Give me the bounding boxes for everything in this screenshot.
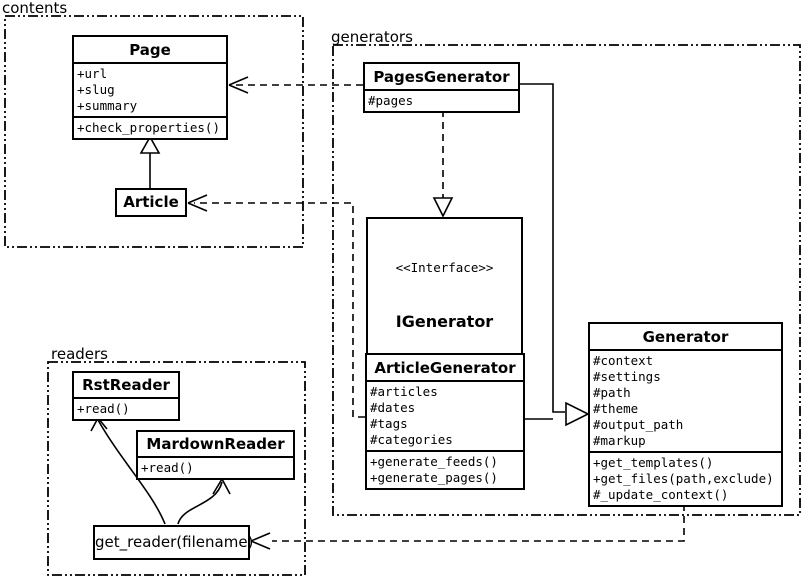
generalization-article-to-page (139, 135, 161, 188)
package-readers-border (47, 361, 306, 576)
class-generator-attributes: #context#settings#path#theme#output_path… (590, 349, 781, 451)
class-page: Page +url+slug+summary +check_properties… (72, 35, 228, 140)
dependency-generator-to-getreader (250, 504, 685, 550)
package-generators-border (332, 44, 801, 516)
method: +generate_pages() (370, 470, 498, 485)
class-generator: Generator #context#settings#path#theme#o… (588, 322, 783, 507)
class-pagesgenerator-attributes: #pages (365, 89, 518, 111)
class-article: Article (115, 188, 187, 217)
method: +read() (141, 460, 194, 475)
class-rstreader: RstReader +read() (72, 371, 180, 421)
class-article-name: Article (123, 193, 179, 211)
attribute: +summary (77, 98, 138, 113)
dependency-pagesgenerator-to-page (228, 76, 363, 94)
class-mardownreader: MardownReader +read() (136, 430, 295, 480)
arrow-getreader-to-mardownreader (177, 478, 231, 525)
attribute: #articles (370, 384, 438, 399)
attribute: #tags (370, 416, 408, 431)
attribute: #dates (370, 400, 416, 415)
package-contents-label: contents (2, 0, 68, 17)
class-mardownreader-name: MardownReader (146, 435, 285, 453)
generalization-to-generator (520, 83, 590, 427)
class-rstreader-methods: +read() (74, 397, 178, 419)
attribute: #pages (368, 93, 414, 108)
method: +generate_feeds() (370, 454, 498, 469)
class-articlegenerator-attributes: #articles#dates#tags#categories (367, 380, 523, 450)
class-articlegenerator-methods: +generate_feeds()+generate_pages() (367, 450, 523, 488)
attribute: +slug (77, 82, 115, 97)
method: +get_files(path,exclude) (593, 471, 774, 486)
function-get-reader-label: get_reader(filename) (95, 533, 254, 551)
attribute: #categories (370, 432, 453, 447)
class-articlegenerator: ArticleGenerator #articles#dates#tags#ca… (365, 353, 525, 490)
method: +get_templates() (593, 455, 714, 470)
attribute: #markup (593, 433, 646, 448)
class-generator-name: Generator (642, 328, 729, 346)
attribute: #output_path (593, 417, 684, 432)
class-rstreader-name: RstReader (82, 376, 170, 394)
attribute: #path (593, 385, 631, 400)
class-igenerator-stereotype: <<Interface>> (395, 260, 494, 275)
attribute: #theme (593, 401, 639, 416)
method: #_update_context() (593, 487, 729, 502)
attribute: +url (77, 66, 108, 81)
class-page-methods: +check_properties() (74, 116, 226, 138)
class-pagesgenerator: PagesGenerator #pages (363, 62, 520, 113)
function-get-reader: get_reader(filename) (93, 525, 254, 560)
class-page-attributes: +url+slug+summary (74, 62, 226, 116)
class-articlegenerator-name: ArticleGenerator (374, 359, 516, 377)
class-igenerator-name: IGenerator (395, 312, 494, 331)
dependency-articlegenerator-to-article (187, 194, 365, 418)
class-generator-methods: +get_templates()+get_files(path,exclude)… (590, 451, 781, 505)
attribute: #settings (593, 369, 661, 384)
realization-pagesgenerator-to-igenerator (432, 110, 454, 218)
class-page-name: Page (129, 41, 171, 59)
class-mardownreader-methods: +read() (138, 456, 293, 478)
package-readers-label: readers (51, 345, 108, 363)
method: +read() (77, 401, 130, 416)
attribute: #context (593, 353, 654, 368)
method: +check_properties() (77, 120, 220, 135)
class-pagesgenerator-name: PagesGenerator (373, 68, 510, 86)
package-generators-label: generators (331, 28, 413, 46)
